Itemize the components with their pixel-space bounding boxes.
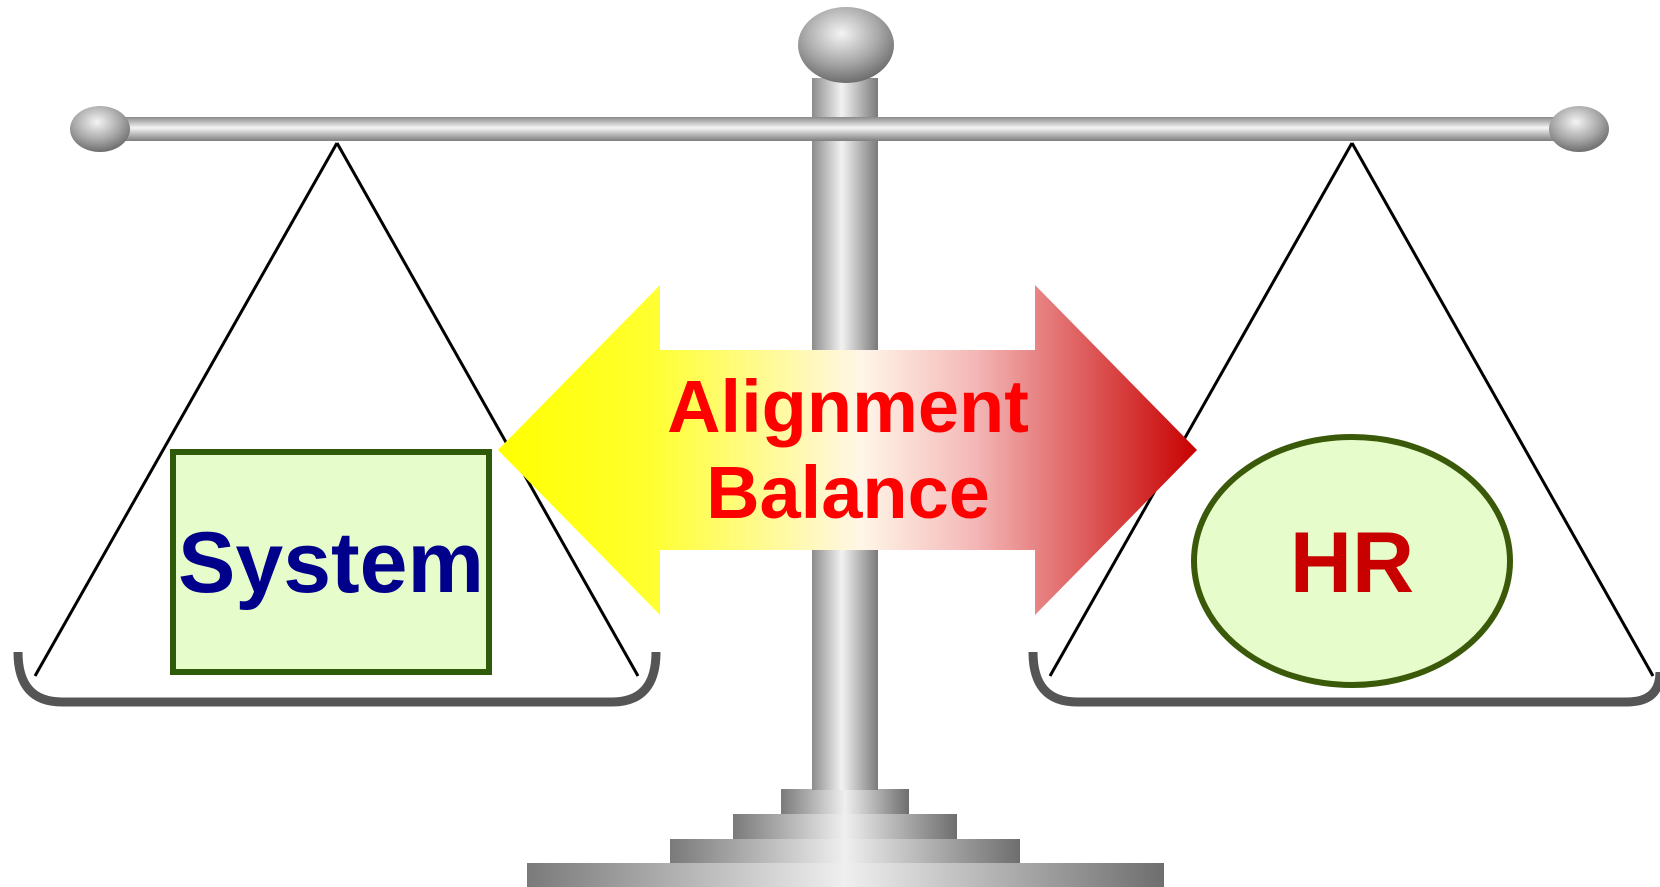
alignment-double-arrow: Alignment Balance (498, 285, 1197, 615)
hr-ellipse: HR (1191, 434, 1513, 688)
arrow-label-line2: Balance (706, 451, 990, 534)
hr-label: HR (1290, 515, 1414, 611)
right-pan-strings (1048, 142, 1655, 677)
scale-top-knob (798, 7, 894, 83)
scale-base (527, 789, 1164, 887)
system-box: System (170, 449, 492, 675)
arrow-label-line1: Alignment (667, 365, 1029, 448)
left-pan-strings (33, 142, 640, 677)
system-label: System (178, 515, 484, 611)
left-pan-tray (13, 651, 661, 707)
scale-beam (70, 106, 1609, 152)
right-pan-tray (1028, 651, 1660, 707)
